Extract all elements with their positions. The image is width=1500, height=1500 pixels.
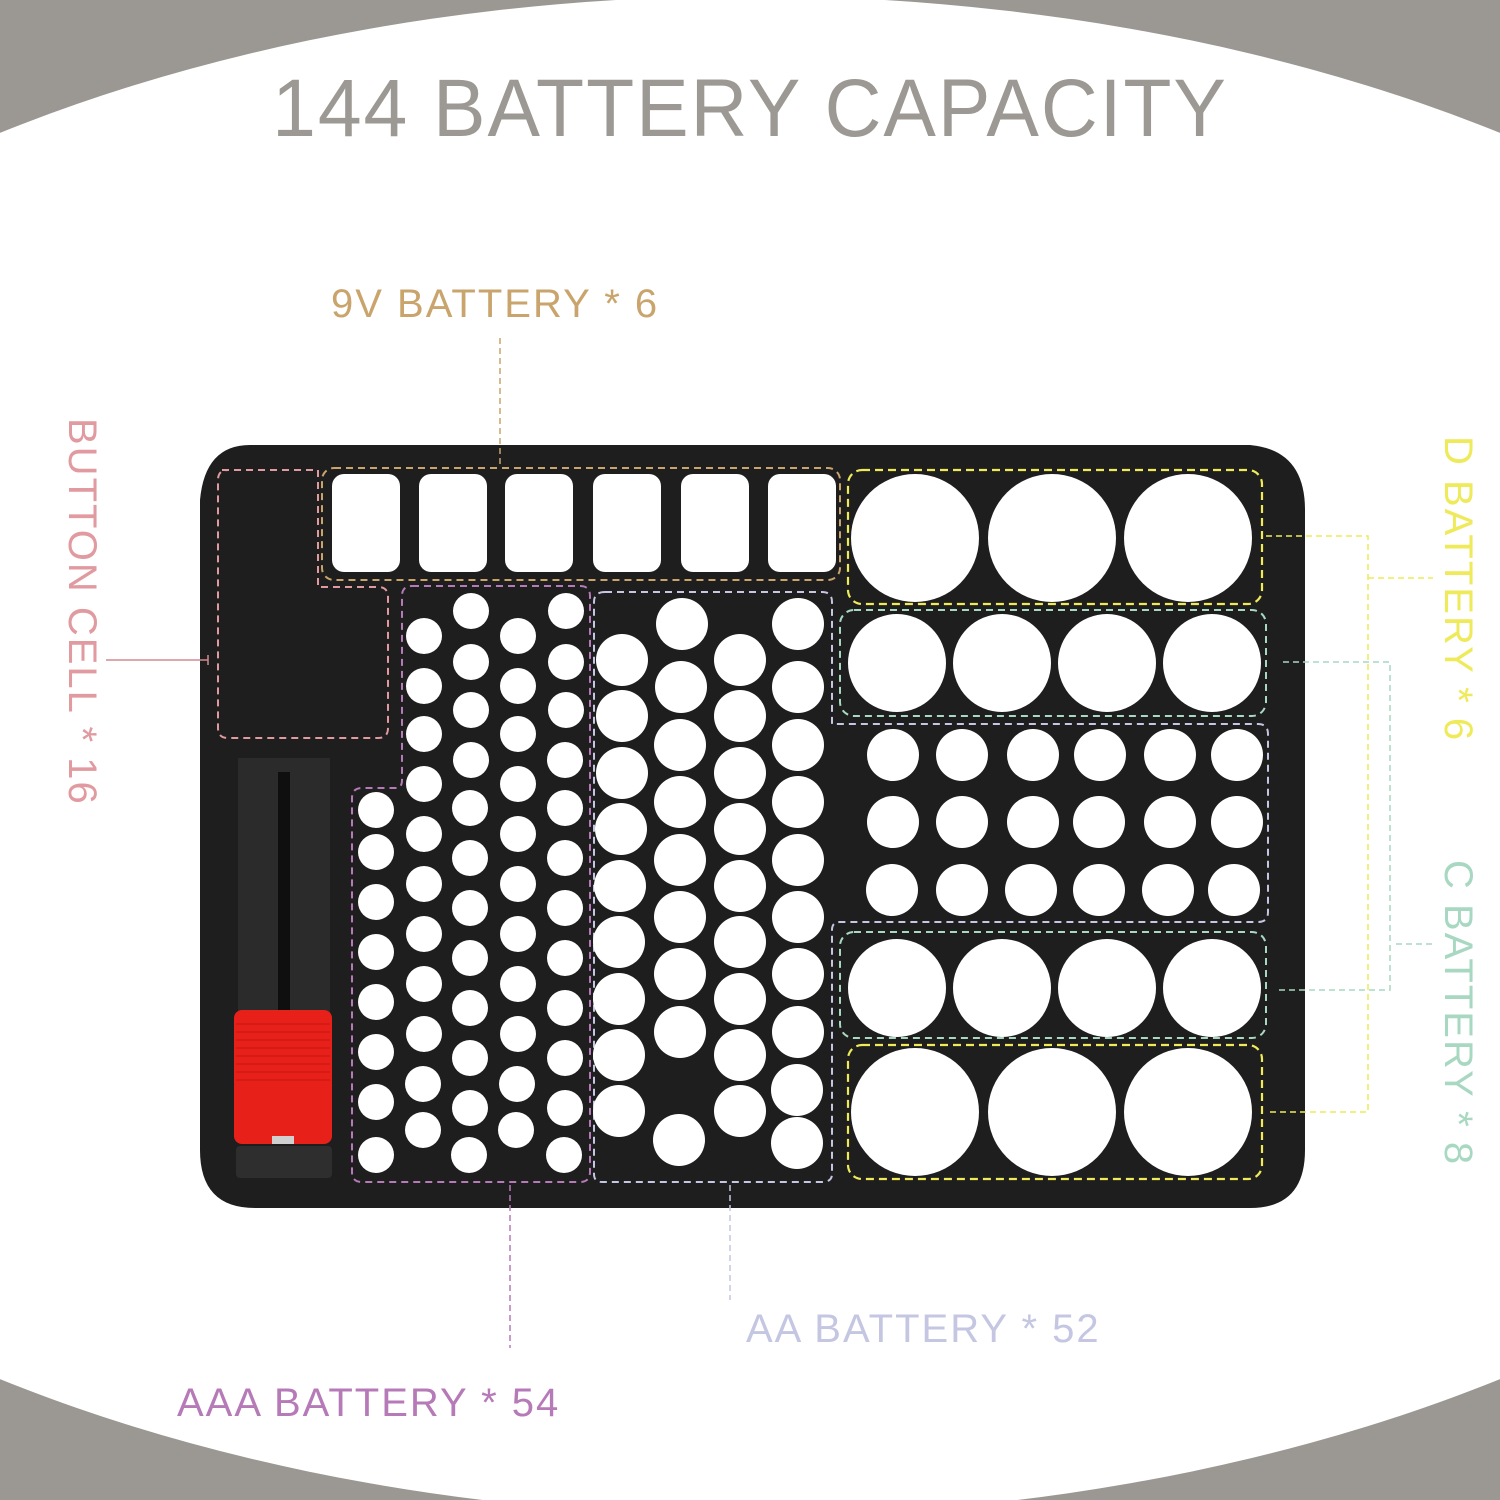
c-holes: [848, 614, 1261, 1037]
c-outline-bottom: [839, 931, 1267, 1039]
c-battery-label: C BATTERY * 8: [1436, 860, 1480, 1167]
aaa-outline: [351, 585, 591, 1183]
aaa-battery-label: AAA BATTERY * 54: [177, 1381, 561, 1425]
d-holes: [851, 474, 1252, 1176]
aa-holes-left: [593, 598, 824, 1169]
d-outline-bottom: [846, 1043, 1264, 1181]
aa-outline: [593, 591, 1269, 1183]
slider-tool: [234, 758, 332, 1178]
page-title: 144 BATTERY CAPACITY: [272, 63, 1228, 154]
aaa-holes: [358, 593, 584, 1173]
aa-holes-right: [866, 729, 1263, 916]
nine-v-label: 9V BATTERY * 6: [331, 282, 660, 326]
d-battery-label: D BATTERY * 6: [1436, 436, 1480, 743]
nine-v-outline: [321, 467, 841, 581]
button-cell-outline: [217, 469, 389, 739]
button-cell-label: BUTTON CELL * 16: [60, 418, 104, 806]
nine-v-slots: [332, 474, 836, 572]
d-outline-top: [846, 468, 1264, 606]
aa-battery-label: AA BATTERY * 52: [746, 1307, 1101, 1351]
c-outline-top: [839, 609, 1267, 717]
